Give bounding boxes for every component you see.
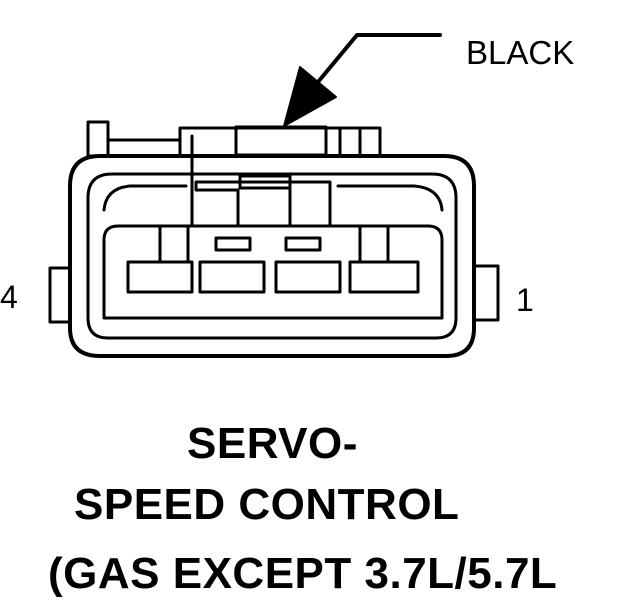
key-boss bbox=[194, 180, 332, 228]
connector-color-label: BLACK bbox=[466, 34, 575, 71]
center-key bbox=[190, 134, 332, 228]
index-slot-right bbox=[284, 236, 322, 252]
index-slot-left bbox=[214, 236, 252, 252]
terminal-cavity bbox=[102, 224, 444, 320]
terminal-pin-2 bbox=[274, 260, 342, 294]
inner-arc-right bbox=[336, 184, 444, 212]
latch-center-block bbox=[234, 125, 328, 157]
caption-line-3: (GAS EXCEPT 3.7L/5.7L bbox=[48, 549, 558, 598]
left-ear bbox=[48, 266, 72, 324]
terminal-pin-3 bbox=[198, 260, 266, 294]
latch-bar bbox=[178, 126, 382, 158]
arrowhead bbox=[283, 66, 337, 127]
inner-arc-left bbox=[102, 184, 188, 212]
latch-left-tab bbox=[86, 120, 110, 158]
terminal-pin-4 bbox=[126, 260, 194, 294]
pin-terminals bbox=[126, 224, 420, 294]
terminal-pin-1 bbox=[348, 260, 420, 294]
caption-line-2: SPEED CONTROL bbox=[74, 480, 460, 529]
pin-number-right: 1 bbox=[516, 282, 534, 318]
locking-latch bbox=[86, 120, 382, 158]
leader-line bbox=[316, 33, 442, 84]
leader-arrow bbox=[283, 33, 442, 127]
right-ear bbox=[472, 264, 500, 322]
key-cap bbox=[238, 174, 292, 190]
caption-line-1: SERVO- bbox=[187, 419, 358, 468]
connector-housing-inner bbox=[86, 172, 458, 340]
pin-number-left: 4 bbox=[0, 279, 18, 315]
connector-housing-outer bbox=[68, 154, 476, 358]
